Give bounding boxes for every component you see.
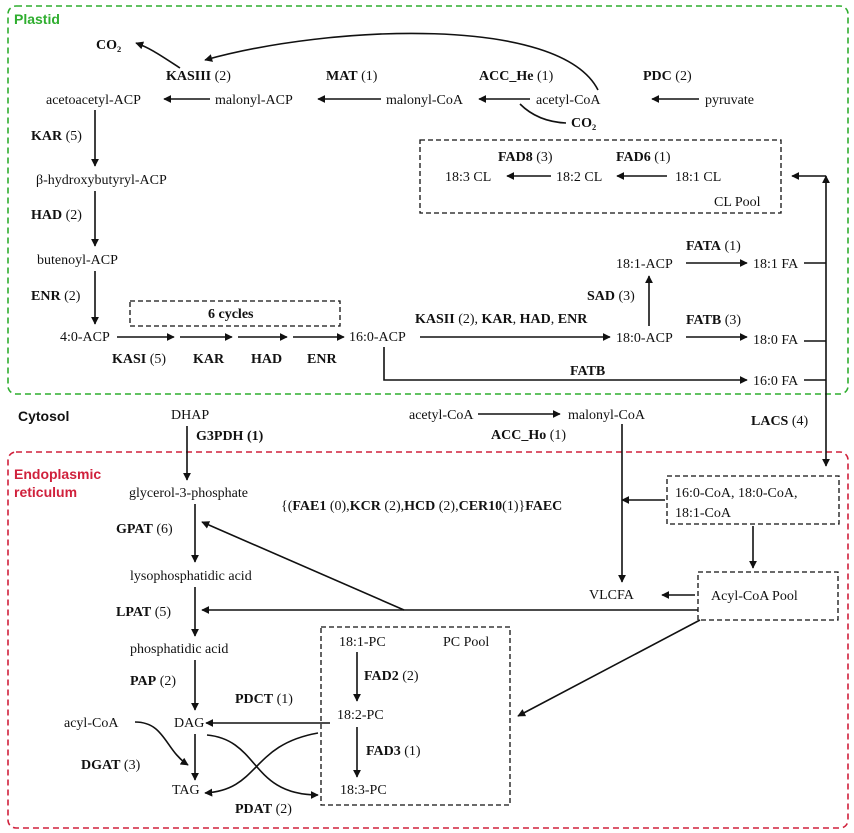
acetoacetyl-acp: acetoacetyl-ACP (46, 93, 141, 108)
malonyl-coa-plastid: malonyl-CoA (386, 93, 464, 108)
cytosol-label: Cytosol (18, 408, 69, 424)
er-region (7, 451, 849, 829)
malonyl-coa-cytosol: malonyl-CoA (568, 408, 646, 423)
er-label-line2: reticulum (14, 484, 77, 500)
dag: DAG (174, 716, 204, 731)
tag: TAG (172, 783, 200, 798)
dhap: DHAP (171, 408, 209, 423)
cl-pool-label: CL Pool (714, 195, 761, 210)
cl-18-1: 18:1 CL (675, 170, 721, 185)
fad2-enzyme: FAD2 (2) (364, 669, 419, 684)
dgat-enzyme: DGAT (3) (81, 758, 141, 773)
co2-bottom: CO₂ (571, 116, 596, 131)
kasi-enzyme: KASI (5) (112, 352, 166, 367)
kasiii-enzyme: KASIII (2) (166, 69, 231, 84)
pc-pool-label: PC Pool (443, 635, 489, 650)
pathway-arrows (91, 32, 830, 799)
acp-18-1: 18:1-ACP (616, 257, 673, 272)
fata-enzyme: FATA (1) (686, 239, 741, 254)
acp-18-0: 18:0-ACP (616, 331, 673, 346)
pdc-enzyme: PDC (2) (643, 69, 692, 84)
coa-species-box (666, 475, 840, 525)
cl-18-3: 18:3 CL (445, 170, 491, 185)
acc-he-enzyme: ACC_He (1) (479, 69, 554, 84)
vlcfa: VLCFA (589, 588, 635, 603)
co2-top: CO₂ (96, 38, 121, 53)
arrow-acetylcoa-kasiii (204, 32, 599, 91)
cl-pool-box (419, 139, 782, 214)
arrow-pdat-cross-a (204, 732, 319, 797)
enr-enzyme: ENR (2) (31, 289, 81, 304)
lpat-enzyme: LPAT (5) (116, 605, 171, 620)
pyruvate: pyruvate (705, 93, 754, 108)
butenoyl-acp: butenoyl-ACP (37, 253, 118, 268)
fad3-enzyme: FAD3 (1) (366, 744, 421, 759)
kasii-group-enzymes: KASII (2), KAR, HAD, ENR (415, 312, 588, 327)
coa-species-line1: 16:0-CoA, 18:0-CoA, (675, 486, 798, 501)
acetyl-coa-cytosol: acetyl-CoA (409, 408, 474, 423)
fa-16-0: 16:0 FA (753, 374, 799, 389)
arrow-acylcoa-dgat (134, 721, 189, 766)
arrow-co2-release (135, 41, 181, 69)
pap-enzyme: PAP (2) (130, 674, 176, 689)
sad-enzyme: SAD (3) (587, 289, 635, 304)
lacs-enzyme: LACS (4) (751, 414, 809, 429)
kar-cycle-enzyme: KAR (193, 352, 225, 367)
coa-species-line2: 18:1-CoA (675, 506, 732, 521)
kar-enzyme: KAR (5) (31, 129, 82, 144)
arrow-pdat-cross-b (206, 734, 319, 799)
hydroxybutyryl-acp: β-hydroxybutyryl-ACP (36, 173, 167, 188)
pc-pool-box (320, 626, 511, 806)
fa-18-0: 18:0 FA (753, 333, 799, 348)
acyl-coa-pool-label: Acyl-CoA Pool (711, 589, 798, 604)
had-enzyme: HAD (2) (31, 208, 82, 223)
had-cycle-enzyme: HAD (251, 352, 282, 367)
plastid-label: Plastid (14, 11, 60, 27)
arrow-co2-uptake (519, 103, 567, 124)
phosphatidic-acid: phosphatidic acid (130, 642, 228, 657)
glycerol-3-phosphate: glycerol-3-phosphate (129, 486, 248, 501)
fad8-enzyme: FAD8 (3) (498, 150, 553, 165)
er-label-line1: Endoplasmic (14, 466, 101, 482)
fad6-enzyme: FAD6 (1) (616, 150, 671, 165)
fatb-16-enzyme: FATB (570, 364, 605, 379)
mat-enzyme: MAT (1) (326, 69, 378, 84)
acetyl-coa-plastid: acetyl-CoA (536, 93, 601, 108)
malonyl-acp: malonyl-ACP (215, 93, 293, 108)
cl-18-2: 18:2 CL (556, 170, 602, 185)
arrow-pool-gpat (201, 521, 405, 611)
acyl-coa-pool-box (697, 571, 839, 621)
arrow-pool-pc (517, 619, 701, 717)
acp-16-0: 16:0-ACP (349, 330, 406, 345)
six-cycles-label: 6 cycles (208, 307, 254, 322)
fa-18-1: 18:1 FA (753, 257, 799, 272)
six-cycles-box (129, 300, 341, 327)
pc-18-1: 18:1-PC (339, 635, 386, 650)
gpat-enzyme: GPAT (6) (116, 522, 173, 537)
acp-4-0: 4:0-ACP (60, 330, 110, 345)
enr-cycle-enzyme: ENR (307, 352, 337, 367)
faec-enzymes: {(FAE1 (0),KCR (2),HCD (2),CER10(1)}FAEC (281, 499, 562, 514)
arrow-16acp-16fa (383, 347, 748, 384)
plastid-region (7, 5, 849, 395)
lysophosphatidic-acid: lysophosphatidic acid (130, 569, 252, 584)
pc-18-3: 18:3-PC (340, 783, 387, 798)
fatb-18-enzyme: FATB (3) (686, 313, 741, 328)
g3pdh-enzyme: G3PDH (1) (196, 429, 264, 444)
acc-ho-enzyme: ACC_Ho (1) (491, 428, 566, 443)
acyl-coa: acyl-CoA (64, 716, 119, 731)
pdat-enzyme: PDAT (2) (235, 802, 292, 817)
pdct-enzyme: PDCT (1) (235, 692, 293, 707)
pc-18-2: 18:2-PC (337, 708, 384, 723)
